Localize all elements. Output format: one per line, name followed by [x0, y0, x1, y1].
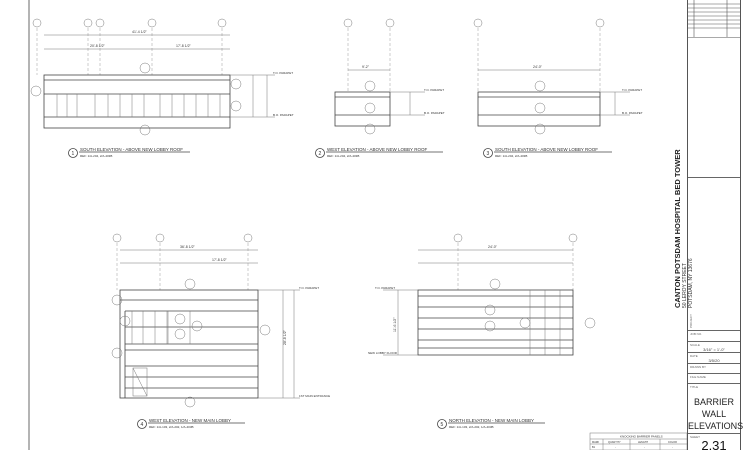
elevation-4: 36'-8 1/2" 17'-8 1/2" 28'-8 1/2" T.O. PA… — [111, 233, 330, 408]
level-tag: T.O. PARAPET — [424, 88, 444, 92]
level-tag: T.O. PARAPET — [622, 88, 642, 92]
dimension: 28'-8 1/2" — [283, 329, 287, 345]
elevation-2: 9'-2" T.O. PARAPET B.O. PARAPET — [334, 18, 445, 135]
drawing-title-1: 1 SOUTH ELEVATION - ABOVE NEW LOBBY ROOF… — [68, 147, 190, 158]
scale-value: 3/16" = 1'-0" — [703, 347, 725, 352]
level-tag: B.O. PARAPET — [273, 113, 294, 117]
file-name-cell: FILE NAME — [688, 373, 740, 383]
sheet-title-cell: TITLE BARRIER WALL ELEVATIONS — [688, 383, 744, 431]
drawing-title-5: 5 NORTH ELEVATION - NEW MAIN LOBBY REF: … — [437, 418, 545, 429]
dimension: 17'-8 1/2" — [176, 44, 192, 48]
sheet-title: BARRIER WALL ELEVATIONS — [688, 397, 744, 431]
drawing-title-4: 4 WEST ELEVATION - NEW MAIN LOBBY REF: 1… — [137, 418, 245, 429]
drawing-title: SOUTH ELEVATION - ABOVE NEW LOBBY ROOF — [80, 147, 183, 152]
svg-text:LENGTH: LENGTH — [638, 441, 648, 444]
dimension: 11'-6 1/2" — [393, 317, 397, 332]
svg-text:-: - — [644, 446, 645, 449]
panel-table: KNOCKING BARRIER PANELS MARK QUANTITY LE… — [589, 432, 688, 450]
drawing-ref: REF: 1/A-204, 2/A-403B — [327, 154, 359, 158]
svg-text:-: - — [672, 446, 673, 449]
drawing-title: SOUTH ELEVATION - ABOVE NEW LOBBY ROOF — [495, 147, 598, 152]
dimension: 17'-8 1/2" — [212, 258, 228, 262]
svg-text:1: 1 — [72, 151, 75, 157]
drawing-title: NORTH ELEVATION - NEW MAIN LOBBY — [449, 418, 534, 423]
drawing-title-3: 3 SOUTH ELEVATION - ABOVE NEW LOBBY ROOF… — [483, 147, 612, 158]
level-tag: T.O. PARAPET — [299, 286, 319, 290]
svg-text:3: 3 — [487, 151, 490, 157]
level-tag: T.O. PARAPET — [375, 286, 395, 290]
drawing-title: WEST ELEVATION - NEW MAIN LOBBY — [149, 418, 231, 423]
drawing-title-2: 2 WEST ELEVATION - ABOVE NEW LOBBY ROOF … — [315, 147, 443, 158]
dimension: 24'-0" — [533, 65, 543, 69]
elevation-5: 24'-0" 11'-6 1/2" T.O. PARAPET NEW LOBBY… — [368, 233, 596, 356]
job-no-cell: JOB NO. — [688, 330, 740, 341]
level-tag: 1ST MAIN ENTRANCE — [299, 394, 330, 398]
dimension: 41'-4 1/2" — [132, 30, 148, 34]
level-tag: B.O. PARAPET — [424, 111, 445, 115]
drawing-ref: REF: 1/A-103, 2/A-202, 1/A-403B — [149, 425, 194, 429]
address-line-2: POTSDAM, NY 13676 — [688, 258, 694, 308]
drawing-ref: REF: 1/A-204, 2/A-403B — [495, 154, 527, 158]
sheet-number: 2.31 — [701, 438, 727, 453]
project-name: CANTON POTSDAM HOSPITAL BED TOWER — [673, 149, 682, 308]
drawing-ref: REF: 1/A-103, 2/A-202, 1/A-403B — [449, 425, 494, 429]
svg-text:B1: B1 — [592, 446, 596, 449]
elevation-3: 24'-0" T.O. PARAPET B.O. PARAPET — [473, 18, 643, 135]
svg-text:2: 2 — [319, 151, 322, 157]
dimension: 9'-2" — [362, 65, 370, 69]
svg-text:COLOR: COLOR — [668, 441, 677, 444]
level-tag: NEW LOBBY FLOOR — [368, 351, 398, 355]
level-tag: B.O. PARAPET — [622, 111, 643, 115]
dimension: 24'-0" — [488, 245, 498, 249]
date-value: 3/5/20 — [708, 358, 720, 363]
sheet-number-cell: SHEET 2.31 — [688, 433, 740, 453]
project-info: CANTON POTSDAM HOSPITAL BED TOWER 50 LER… — [673, 149, 694, 308]
svg-text:MARK: MARK — [592, 441, 600, 444]
level-tag: T.O. PARAPET — [273, 71, 293, 75]
svg-text:4: 4 — [141, 422, 144, 428]
svg-text:-: - — [615, 446, 616, 449]
revision-grid — [688, 0, 740, 38]
title-block: PROJECT CANTON POTSDAM HOSPITAL BED TOWE… — [673, 0, 744, 453]
drawing-title: WEST ELEVATION - ABOVE NEW LOBBY ROOF — [327, 147, 427, 152]
project-cell: PROJECT CANTON POTSDAM HOSPITAL BED TOWE… — [673, 149, 740, 330]
drawing-ref: REF: 1/A-204, 2/A-403B — [80, 154, 112, 158]
dimension: 20'-8 1/2" — [90, 44, 106, 48]
elevation-1: 41'-4 1/2" 20'-8 1/2" 17'-8 1/2" T.O. PA… — [30, 18, 294, 136]
dimension: 36'-8 1/2" — [180, 245, 196, 249]
drawn-by-cell: DRAWN BY — [688, 363, 740, 373]
table-title: KNOCKING BARRIER PANELS — [620, 435, 663, 439]
svg-text:5: 5 — [441, 422, 444, 428]
svg-text:QUANTITY: QUANTITY — [608, 441, 621, 444]
